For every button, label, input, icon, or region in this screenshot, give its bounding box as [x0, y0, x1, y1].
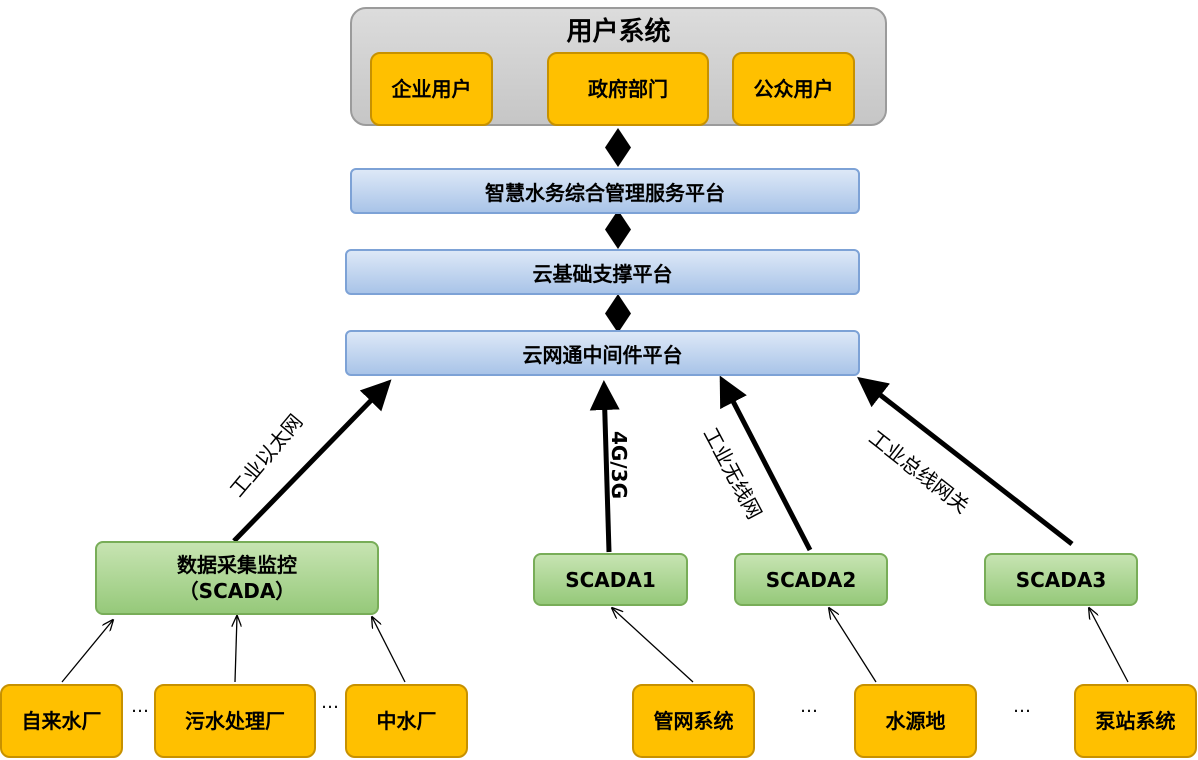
link-cloud-middleware	[605, 294, 631, 333]
link-users-service	[605, 128, 631, 167]
scada-3: SCADA3	[984, 553, 1138, 606]
middleware-platform: 云网通中间件平台	[345, 330, 860, 376]
source-reclaimed: 中水厂	[345, 684, 468, 758]
arrow-4g3g	[589, 380, 620, 553]
scada-1: SCADA1	[533, 553, 688, 606]
arrow-ethernet	[232, 379, 392, 543]
source-pump-station: 泵站系统	[1074, 684, 1197, 758]
arrow-reclaimed-scada	[372, 617, 406, 683]
source-tap-water: 自来水厂	[0, 684, 123, 758]
ellipsis-4: …	[1013, 696, 1031, 717]
cloud-base-platform: 云基础支撑平台	[345, 249, 860, 295]
arrow-pump-scada3	[1089, 608, 1129, 683]
user-government: 政府部门	[547, 52, 709, 126]
service-platform: 智慧水务综合管理服务平台	[350, 168, 860, 214]
link-service-cloud	[605, 210, 631, 249]
source-water-source: 水源地	[854, 684, 977, 758]
user-public: 公众用户	[732, 52, 855, 126]
source-pipe-network: 管网系统	[632, 684, 755, 758]
arrow-sewage-scada	[235, 616, 237, 683]
arrow-pipe-scada1	[612, 608, 694, 683]
scada-main: 数据采集监控 （SCADA）	[95, 541, 379, 615]
ellipsis-1: …	[131, 696, 149, 717]
arrow-fieldbus	[857, 376, 1074, 546]
source-sewage: 污水处理厂	[154, 684, 316, 758]
arrow-wireless	[719, 375, 813, 552]
scada-2: SCADA2	[734, 553, 888, 606]
user-system-title: 用户系统	[566, 17, 671, 47]
arrow-source-scada2	[829, 608, 877, 683]
ellipsis-2: …	[321, 692, 339, 713]
user-enterprise: 企业用户	[370, 52, 493, 126]
arrow-tapwater-scada	[61, 620, 113, 683]
ellipsis-3: …	[800, 696, 818, 717]
label-4g3g: 4G/3G	[606, 431, 631, 499]
